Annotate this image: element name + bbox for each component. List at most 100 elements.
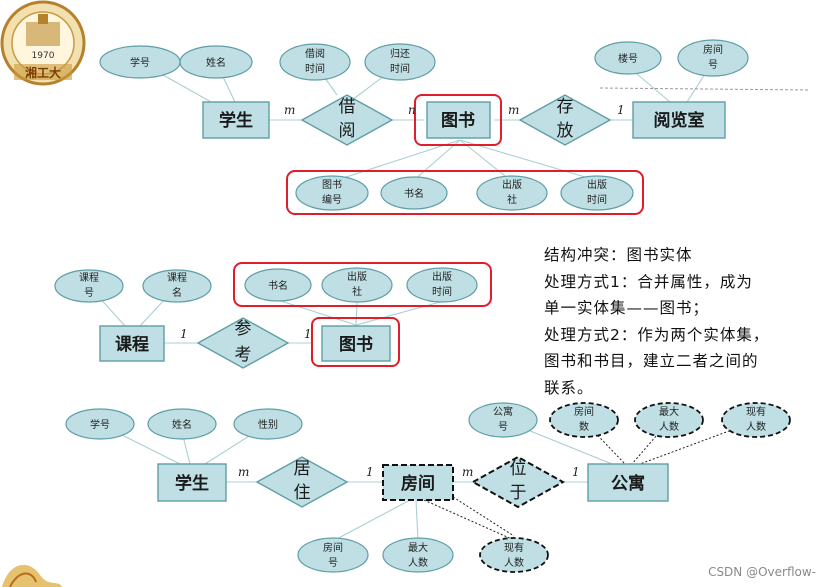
relation-label-bottom: 阅 [339, 121, 356, 141]
attr-label-line1: 现有 [746, 405, 766, 418]
attr-publisher-1: 出版 社 [477, 176, 547, 210]
attr-book-id: 图书 编号 [296, 176, 368, 210]
attr-label-line1: 图书 [322, 179, 342, 191]
attr-label-line2: 时间 [432, 285, 452, 298]
attr-label-line1: 借阅 [305, 47, 325, 60]
attr-building-no: 楼号 [595, 42, 661, 74]
attr-label-line1: 房间 [323, 541, 343, 554]
attr-publisher-2: 出版 社 [322, 268, 392, 302]
entity-label: 公寓 [611, 473, 645, 494]
attr-label-line2: 人数 [504, 556, 524, 569]
attr-label-line2: 编号 [322, 193, 342, 206]
relation-label-top: 参 [235, 319, 252, 339]
attr-label-line1: 出版 [502, 178, 522, 191]
relation-label-bottom: 住 [294, 483, 311, 503]
note-line: 处理方式2：作为两个实体集， [544, 322, 824, 349]
attr-label-line1: 最大 [408, 541, 428, 554]
attr-course-no: 课程 号 [55, 270, 123, 302]
relation-store: 存 放 [520, 95, 610, 145]
entity-label: 课程 [115, 335, 149, 355]
attr-label-line1: 出版 [432, 270, 452, 283]
attr-room-no-3: 房间 号 [298, 538, 368, 572]
attr-label-line2: 时间 [305, 62, 325, 75]
attr-label-line2: 号 [84, 287, 94, 299]
attr-label-line1: 归还 [390, 47, 410, 60]
attr-student-name: 姓名 [180, 46, 252, 78]
cardinality-label: m [284, 103, 295, 117]
attr-label-line1: 课程 [79, 272, 99, 284]
attr-room-count: 房间 数 [550, 403, 618, 437]
entity-reading-room: 阅览室 [633, 102, 725, 138]
attr-label: 书名 [404, 187, 424, 200]
entity-label: 学生 [219, 110, 253, 131]
relation-label-top: 位 [510, 459, 527, 479]
attr-label-line1: 公寓 [493, 405, 513, 418]
attr-label-line1: 现有 [504, 541, 524, 554]
entity-book-1: 图书 [427, 102, 490, 138]
note-line: 图书和书目，建立二者之间的 [544, 348, 824, 375]
attr-label: 书名 [268, 279, 288, 292]
entity-label: 学生 [175, 473, 209, 494]
attr-label-line2: 人数 [746, 420, 766, 433]
relation-label-bottom: 放 [557, 121, 574, 141]
entity-room: 房间 [383, 465, 453, 500]
attr-course-name: 课程 名 [143, 270, 211, 302]
attr-label-line2: 时间 [587, 193, 607, 206]
attr-label-line2: 号 [498, 421, 508, 433]
attr-gender: 性别 [234, 409, 302, 439]
attr-label-line1: 最大 [659, 405, 679, 418]
attr-borrow-time: 借阅 时间 [280, 44, 350, 80]
relation-label-top: 居 [294, 459, 311, 479]
cardinality-label: 1 [366, 465, 374, 479]
attr-student-id-3: 学号 [66, 409, 134, 439]
attr-label: 姓名 [206, 56, 226, 69]
attr-label-line1: 出版 [587, 178, 607, 191]
attr-label-line2: 号 [328, 557, 338, 569]
attr-label-line2: 社 [507, 193, 517, 206]
note-line: 联系。 [544, 375, 824, 402]
conflict-notes: 结构冲突：图书实体 处理方式1：合并属性，成为 单一实体集——图书； 处理方式2… [544, 242, 824, 401]
attr-label-line1: 房间 [703, 43, 723, 56]
attr-label: 姓名 [172, 418, 192, 431]
entity-course: 课程 [100, 326, 164, 361]
attr-student-id: 学号 [100, 46, 180, 78]
attr-return-time: 归还 时间 [365, 44, 435, 80]
attr-student-name-3: 姓名 [148, 409, 216, 439]
attr-label: 性别 [258, 418, 278, 431]
cardinality-label: 1 [617, 103, 625, 117]
cardinality-label: 1 [180, 327, 188, 341]
attr-label-line2: 名 [172, 286, 182, 299]
cardinality-label: m [238, 465, 249, 479]
attr-publish-time-1: 出版 时间 [561, 176, 633, 210]
cardinality-label: 1 [572, 465, 580, 479]
entity-book-2: 图书 [322, 326, 390, 361]
attr-label-line2: 数 [579, 420, 589, 433]
attr-max-occupancy-room: 最大 人数 [383, 538, 453, 572]
entity-label: 阅览室 [654, 110, 705, 131]
entity-label: 图书 [441, 111, 475, 131]
attr-publish-time-2: 出版 时间 [407, 268, 477, 302]
attr-label-line2: 社 [352, 285, 362, 298]
relation-reference: 参 考 [198, 318, 288, 368]
relation-borrow: 借 阅 [302, 95, 392, 145]
attr-dorm-no: 公寓 号 [469, 403, 537, 437]
attr-label-line2: 人数 [408, 556, 428, 569]
attr-label: 楼号 [618, 52, 638, 65]
attr-label-line2: 时间 [390, 62, 410, 75]
attr-book-title-1: 书名 [381, 177, 447, 209]
cardinality-label: m [508, 103, 519, 117]
relation-located-in: 位 于 [473, 457, 563, 507]
entity-student-1: 学生 [203, 102, 269, 138]
university-logo: 1970 湘工大 [2, 2, 84, 84]
attr-label-line1: 房间 [574, 405, 594, 418]
entity-label: 图书 [339, 335, 373, 355]
logo-name: 湘工大 [25, 65, 61, 80]
relation-live: 居 住 [257, 457, 347, 507]
corner-ornament [2, 565, 62, 587]
relation-label-bottom: 考 [235, 345, 252, 365]
attr-label-line2: 号 [708, 59, 718, 71]
attr-current-occupancy-dorm: 现有 人数 [722, 403, 790, 437]
cardinality-label: n [408, 103, 416, 117]
cardinality-label: m [462, 465, 473, 479]
